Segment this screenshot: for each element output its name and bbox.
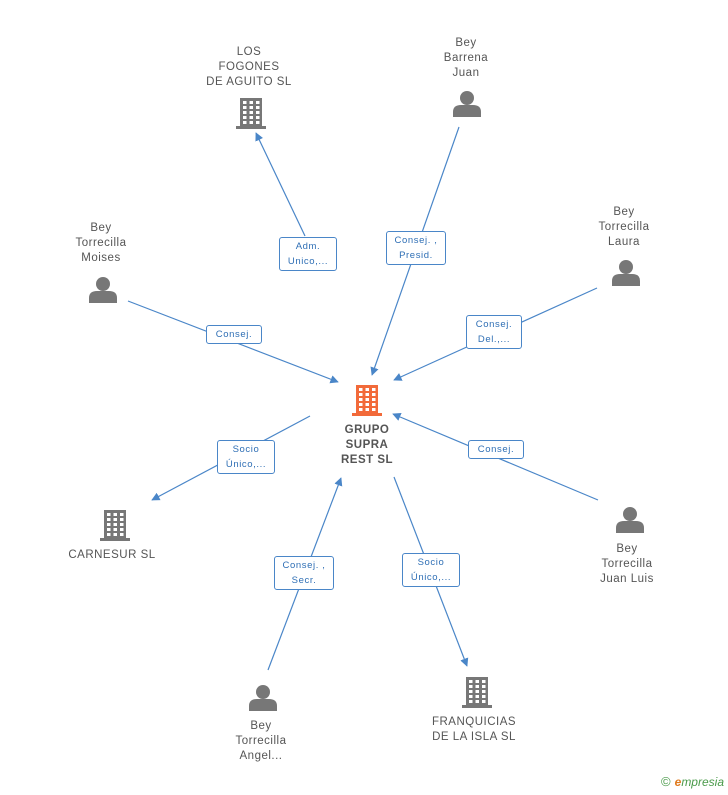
edge-label-moises[interactable]: Consej. bbox=[206, 324, 262, 344]
edge-label-text: Presid. bbox=[399, 250, 433, 261]
node-label-moises-line: Torrecilla bbox=[75, 237, 127, 249]
node-label-franquicias-line: FRANQUICIAS bbox=[431, 716, 517, 728]
center-company-building-icon bbox=[352, 385, 382, 416]
fogones-building-icon bbox=[236, 98, 266, 129]
node-label-juanluis-line: Torrecilla bbox=[601, 558, 653, 570]
edge-label-text: Consej. bbox=[215, 328, 253, 340]
node-label-angel-line: Bey bbox=[250, 720, 272, 732]
edge-label-text: Secr. bbox=[291, 575, 317, 586]
node-label-laura-line: Laura bbox=[608, 236, 640, 248]
center-company-name-line: REST SL bbox=[340, 454, 394, 466]
edge-label-text: Único,... bbox=[410, 572, 452, 583]
edge-label-text: Adm. bbox=[295, 241, 321, 252]
node-label-barrena-line: Barrena bbox=[443, 52, 489, 64]
node-label-laura-line: Bey bbox=[613, 206, 635, 218]
barrena-person-icon bbox=[453, 91, 481, 117]
center-company-name-line: SUPRA bbox=[345, 439, 389, 451]
node-label-barrena-line: Juan bbox=[452, 67, 480, 79]
edge-label-barrena[interactable]: Consej. , Presid. bbox=[386, 231, 446, 265]
node-label-fogones-line: LOS bbox=[236, 46, 262, 58]
edge-label-fogones[interactable]: Adm. Unico,... bbox=[279, 237, 337, 271]
empresia-logo: ©empresia bbox=[661, 774, 724, 789]
node-label-franquicias: FRANQUICIAS DE LA ISLA SL bbox=[414, 715, 534, 745]
copyright-symbol: © bbox=[661, 774, 671, 789]
edge-fogones bbox=[255, 132, 306, 237]
brand-initial: e bbox=[674, 775, 682, 789]
node-label-juanluis-line: Juan Luis bbox=[600, 573, 654, 585]
node-label-carnesur-line: CARNESUR SL bbox=[68, 549, 156, 561]
edge-label-laura[interactable]: Consej. Del.,... bbox=[466, 315, 522, 349]
franquicias-building-icon bbox=[462, 677, 492, 708]
edge-label-juanluis[interactable]: Consej. bbox=[468, 439, 524, 459]
node-label-fogones-line: DE AGUITO SL bbox=[206, 76, 292, 88]
node-label-angel-line: Torrecilla bbox=[235, 735, 287, 747]
edge-label-text: Socio bbox=[232, 444, 260, 455]
edge-label-angel[interactable]: Consej. , Secr. bbox=[274, 556, 334, 590]
angel-person-icon bbox=[249, 685, 277, 711]
node-label-barrena-line: Bey bbox=[455, 37, 477, 49]
edge-label-text: Consej. , bbox=[282, 560, 326, 571]
moises-person-icon bbox=[89, 277, 117, 303]
carnesur-building-icon bbox=[100, 510, 130, 541]
brand-name: mpresia bbox=[681, 775, 724, 789]
edge-label-text: Unico,... bbox=[287, 256, 329, 267]
edge-label-text: Del.,... bbox=[477, 334, 511, 345]
node-label-fogones: LOS FOGONES DE AGUITO SL bbox=[189, 45, 309, 90]
center-company-name-line: GRUPO bbox=[344, 424, 390, 436]
edge-label-text: Consej. bbox=[475, 319, 513, 330]
edge-label-text: Socio bbox=[417, 557, 445, 568]
juanluis-person-icon bbox=[616, 507, 644, 533]
node-label-angel-line: Angel... bbox=[239, 750, 283, 762]
node-label-laura-line: Torrecilla bbox=[598, 221, 650, 233]
node-label-franquicias-line: DE LA ISLA SL bbox=[432, 731, 516, 743]
laura-person-icon bbox=[612, 260, 640, 286]
node-label-moises-line: Moises bbox=[81, 252, 121, 264]
edge-label-text: Consej. bbox=[477, 443, 515, 455]
node-label-carnesur: CARNESUR SL bbox=[52, 548, 172, 563]
edge-label-text: Consej. , bbox=[394, 235, 438, 246]
node-label-fogones-line: FOGONES bbox=[218, 61, 280, 73]
node-label-juanluis-line: Bey bbox=[616, 543, 638, 555]
center-company-name: GRUPO SUPRA REST SL bbox=[307, 423, 427, 468]
node-label-moises-line: Bey bbox=[90, 222, 112, 234]
edge-label-text: Único,... bbox=[225, 459, 267, 470]
